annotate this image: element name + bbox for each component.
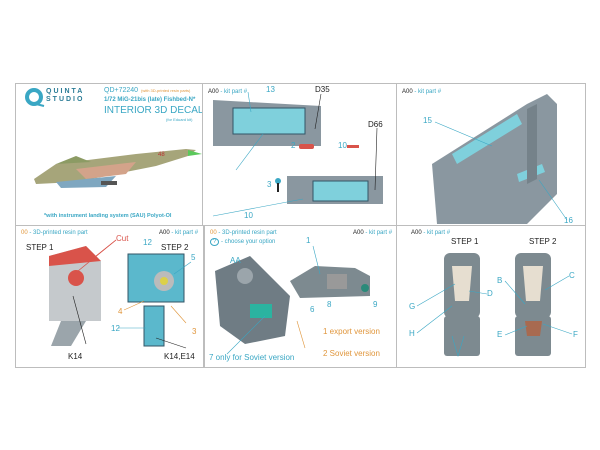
product-code: QD+72240 bbox=[104, 87, 139, 94]
footnote: *with instrument landing system (SAU) Po… bbox=[44, 213, 172, 219]
part-label-4: 4 bbox=[118, 307, 123, 316]
kit-text: - kit part # bbox=[365, 230, 393, 236]
part-label-5: 5 bbox=[191, 253, 196, 262]
part-label-6: 6 bbox=[310, 305, 315, 314]
option-icon: ? bbox=[210, 238, 220, 246]
resin-code: 00 bbox=[210, 230, 217, 236]
part-label-1: 1 bbox=[306, 236, 311, 245]
panel-instrument-panel: 00 - 3D-printed resin part A00 - kit par… bbox=[15, 225, 204, 368]
note-soviet-only: 7 only for Soviet version bbox=[209, 353, 295, 362]
instrument-panel-illustration bbox=[49, 239, 192, 349]
part-label-g: G bbox=[409, 302, 416, 311]
quinta-logo-icon bbox=[25, 88, 45, 107]
part-label-10-top: 10 bbox=[338, 141, 347, 150]
option-legend: ? - choose your option bbox=[210, 238, 276, 246]
kit-part-legend: A00 - kit part # bbox=[353, 230, 392, 236]
resin-legend: 00 - 3D-printed resin part bbox=[210, 230, 277, 236]
part-label-h: H bbox=[409, 329, 415, 338]
part-label-3: 3 bbox=[192, 327, 197, 336]
panel-cockpit-options: 00 - 3D-printed resin part A00 - kit par… bbox=[204, 225, 397, 368]
part-label-13: 13 bbox=[266, 85, 275, 94]
panel-ejection-seat: A00 - kit part # STEP 1 STEP 2 G D H B C… bbox=[396, 225, 586, 368]
kit-code: A00 bbox=[208, 89, 219, 95]
kit-part-legend: A00 - kit part # bbox=[208, 89, 247, 95]
kit-part-legend: A00 - kit part # bbox=[159, 230, 198, 236]
resin-legend: 00 - 3D-printed resin part bbox=[21, 230, 88, 236]
seat-illustration bbox=[416, 253, 573, 358]
kit-code: A00 bbox=[159, 230, 170, 236]
for-kit: (for Eduard kit) bbox=[166, 117, 193, 122]
part-label-12-bottom: 12 bbox=[111, 324, 120, 333]
step-2-label: STEP 2 bbox=[161, 243, 189, 252]
kit-text: - kit part # bbox=[220, 89, 248, 95]
part-label-d35: D35 bbox=[315, 85, 330, 94]
cockpit-tub-illustration bbox=[432, 94, 568, 224]
part-label-aa: AA bbox=[230, 256, 241, 265]
panel-side-console: A00 - kit part # 15 16 bbox=[396, 83, 586, 226]
part-label-d66: D66 bbox=[368, 120, 383, 129]
part-label-d: D bbox=[487, 289, 493, 298]
part-label-2: 2 bbox=[291, 141, 296, 150]
brand-name-2: STUDIO bbox=[46, 96, 85, 103]
part-label-8: 8 bbox=[327, 300, 332, 309]
console-illustration bbox=[212, 91, 383, 217]
part-label-e: E bbox=[497, 330, 503, 339]
kit-part-legend: A00 - kit part # bbox=[402, 89, 441, 95]
product-code-note: (with 3D-printed resin parts) bbox=[141, 88, 191, 93]
part-label-3: 3 bbox=[267, 180, 272, 189]
part-label-15: 15 bbox=[423, 116, 432, 125]
kit-text: - kit part # bbox=[171, 230, 199, 236]
kit-text: - kit part # bbox=[414, 89, 442, 95]
kit-label-k14: K14 bbox=[68, 352, 83, 361]
option-soviet: 2 Soviet version bbox=[323, 349, 380, 358]
panel-title: QUINTA STUDIO QD+72240 (with 3D-printed … bbox=[15, 83, 203, 226]
panel-instrument-consoles: A00 - kit part # 13 D35 D66 2 10 3 10 bbox=[202, 83, 397, 226]
aircraft-illustration bbox=[34, 149, 202, 188]
kit-code: A00 bbox=[353, 230, 364, 236]
part-label-16: 16 bbox=[564, 216, 573, 225]
option-text: - choose your option bbox=[221, 239, 276, 245]
kit-code: A00 bbox=[402, 89, 413, 95]
kit-text: - kit part # bbox=[423, 230, 451, 236]
part-label-b: B bbox=[497, 276, 503, 285]
part-label-f: F bbox=[573, 330, 578, 339]
resin-text: - 3D-printed resin part bbox=[218, 230, 277, 236]
part-label-12-top: 12 bbox=[143, 238, 152, 247]
cockpit-illustration bbox=[215, 245, 370, 355]
product-title: INTERIOR 3D DECAL bbox=[104, 105, 203, 116]
model-name: 1/72 MiG-21bis (late) Fishbed-N* bbox=[104, 97, 196, 103]
part-label-10-bottom: 10 bbox=[244, 211, 253, 220]
kit-label-k14-e14: K14,E14 bbox=[164, 352, 195, 361]
brand-name: QUINTA bbox=[46, 88, 85, 95]
step-1-label: STEP 1 bbox=[451, 237, 479, 246]
part-label-9: 9 bbox=[373, 300, 378, 309]
option-export: 1 export version bbox=[323, 327, 380, 336]
resin-text: - 3D-printed resin part bbox=[29, 230, 88, 236]
step-1-label: STEP 1 bbox=[26, 243, 54, 252]
resin-code: 00 bbox=[21, 230, 28, 236]
part-label-c: C bbox=[569, 271, 575, 280]
kit-code: A00 bbox=[411, 230, 422, 236]
cut-label: Cut bbox=[116, 234, 129, 243]
aircraft-marking: 48 bbox=[158, 152, 165, 158]
step-2-label: STEP 2 bbox=[529, 237, 557, 246]
kit-part-legend: A00 - kit part # bbox=[411, 230, 450, 236]
